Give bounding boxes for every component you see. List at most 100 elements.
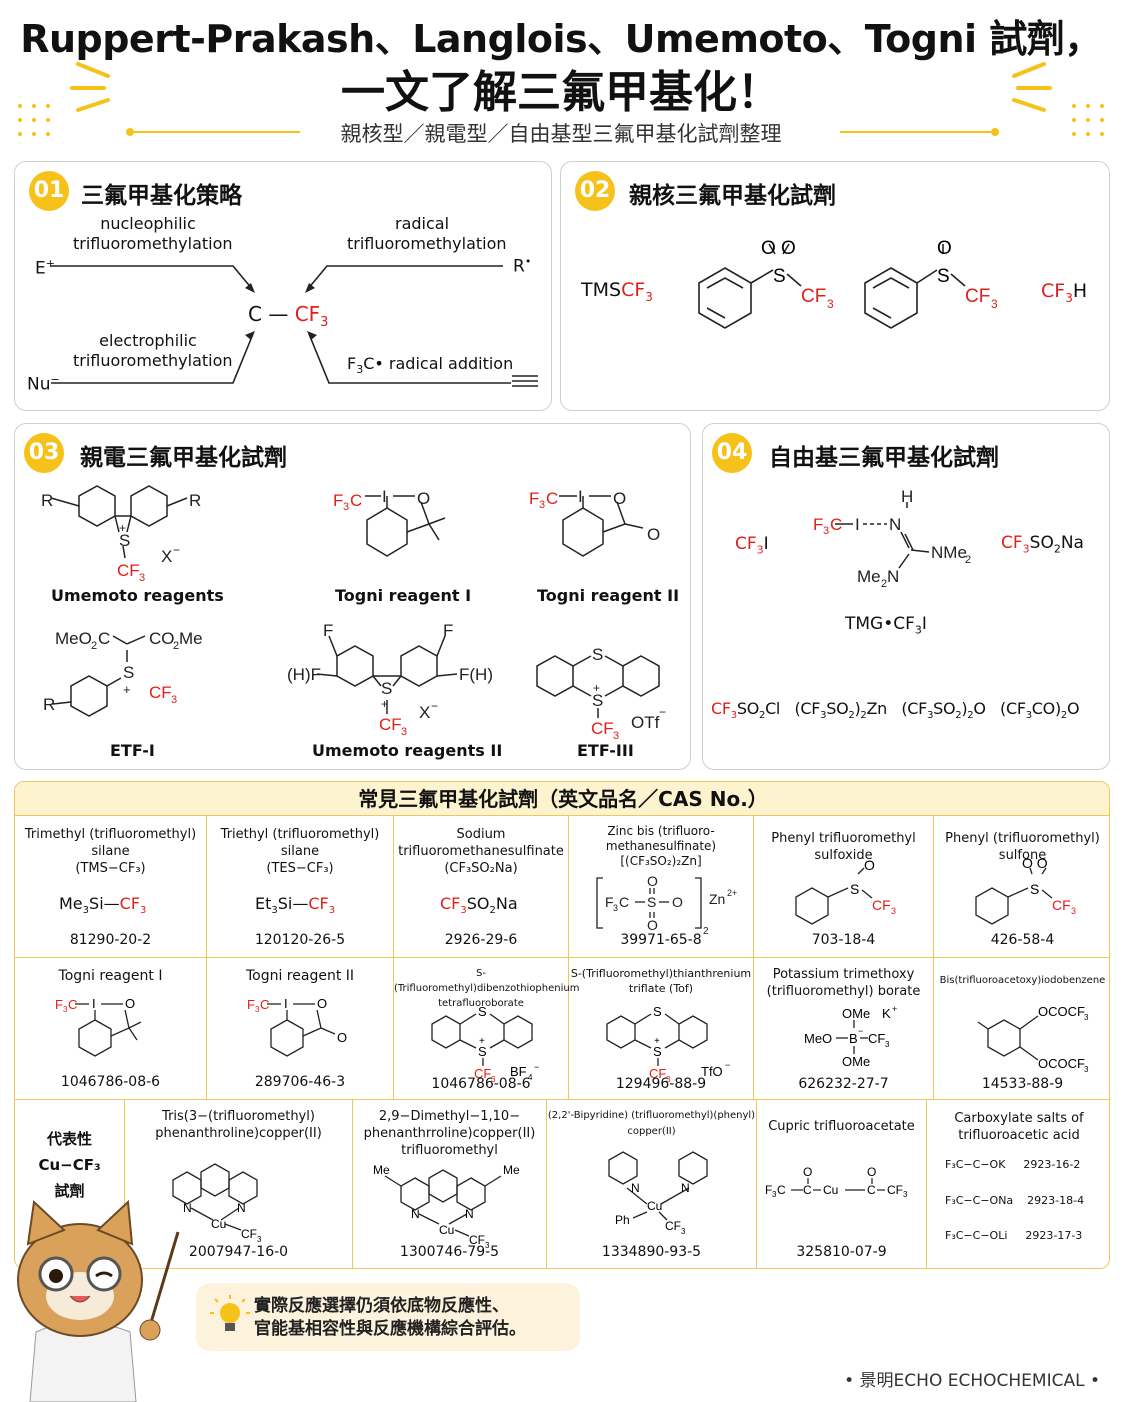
svg-text:O O: O O: [761, 238, 796, 259]
e-plus: E+: [35, 257, 55, 279]
svg-text:C: C: [867, 1183, 876, 1197]
svg-text:3: 3: [255, 1005, 260, 1014]
name-etf-3: ETF-III: [577, 741, 634, 760]
cell-cas: 325810-07-9: [796, 1244, 887, 1260]
svg-text:CF: CF: [241, 1227, 257, 1241]
svg-text:S: S: [123, 663, 134, 682]
svg-text:2: 2: [965, 554, 971, 566]
svg-text:F: F: [333, 491, 343, 510]
cell-cas: 14533-88-9: [981, 1076, 1064, 1092]
svg-text:3: 3: [1084, 1065, 1089, 1074]
svg-text:C: C: [546, 489, 558, 508]
svg-text:CF: CF: [665, 1219, 681, 1233]
svg-text:S: S: [478, 1044, 487, 1059]
table-cell: Zinc bis (trifluoro- methanesulfinate) […: [569, 816, 754, 958]
subtitle: 親核型／親電型／自由基型三氟甲基化試劑整理: [340, 122, 782, 146]
cf3so2na: CF3SO2Na: [1001, 533, 1084, 556]
svg-text:−: −: [173, 543, 180, 557]
svg-text:K: K: [882, 1006, 891, 1021]
svg-text:F: F: [443, 621, 453, 640]
svg-text:3: 3: [257, 1235, 262, 1244]
cell-name: 2,9−Dimethyl−1,10− phenanthrroline)coppe…: [363, 1109, 536, 1158]
tip-box: 實際反應選擇仍須依底物反應性、 官能基相容性與反應機構綜合評估。: [196, 1283, 580, 1351]
svg-text:3: 3: [63, 1005, 68, 1014]
table-cell: Potassium trimethoxy (trifluoromethyl) b…: [754, 958, 934, 1100]
svg-text:O: O: [647, 917, 658, 933]
svg-text:(H)F: (H)F: [287, 665, 321, 684]
svg-text:3: 3: [827, 297, 834, 311]
svg-text:S: S: [773, 266, 786, 287]
svg-text:MeO: MeO: [804, 1031, 832, 1046]
svg-text:O: O: [647, 525, 660, 544]
svg-text:3: 3: [823, 525, 829, 537]
svg-text:S: S: [653, 1004, 662, 1019]
svg-text:3: 3: [539, 499, 545, 511]
svg-text:BF: BF: [510, 1064, 527, 1079]
svg-text:C: C: [98, 629, 110, 648]
svg-text:3: 3: [885, 1040, 890, 1049]
svg-text:CF: CF: [965, 286, 990, 307]
svg-text:−: −: [659, 705, 666, 719]
svg-text:R: R: [41, 491, 53, 510]
footer-brand: • 景明ECHO ECHOCHEMICAL •: [844, 1371, 1100, 1391]
svg-text:2+: 2+: [727, 888, 737, 898]
svg-text:N: N: [465, 1207, 474, 1221]
svg-text:3: 3: [1071, 906, 1076, 916]
svg-text:CF: CF: [469, 1233, 485, 1247]
svg-text:F: F: [323, 621, 333, 640]
svg-text:F: F: [529, 489, 539, 508]
svg-text:N: N: [411, 1207, 420, 1221]
svg-text:2: 2: [91, 640, 97, 652]
badge-04: 04: [712, 433, 752, 473]
svg-text:X: X: [419, 703, 430, 722]
cf3i: CF3I: [735, 534, 769, 557]
center-c-cf3: C — CF3: [248, 302, 329, 330]
title-line-2: 一文了解三氟甲基化！: [341, 67, 781, 118]
cell-cas: 81290-20-2: [69, 932, 152, 948]
svg-text:3: 3: [401, 726, 407, 738]
cell-name: Cupric trifluoroacetate: [768, 1119, 915, 1134]
svg-text:O: O: [317, 996, 327, 1011]
svg-text:3: 3: [681, 1227, 686, 1236]
svg-text:I: I: [284, 996, 288, 1011]
panel-01-title: 三氟甲基化策略: [81, 183, 242, 209]
title-decoration: [18, 62, 1104, 136]
svg-text:O O: O O: [1022, 855, 1048, 871]
svg-text:N: N: [237, 1201, 246, 1215]
lightbulb-icon: [210, 1295, 250, 1331]
cell-name: Potassium trimethoxy (trifluoromethyl) b…: [766, 967, 921, 999]
svg-text:S: S: [850, 881, 859, 897]
badge-01: 01: [29, 171, 69, 211]
name-etf-1: ETF-I: [110, 741, 155, 760]
svg-text:H: H: [901, 487, 913, 506]
svg-text:O: O: [417, 489, 430, 508]
svg-text:OMe: OMe: [842, 1006, 870, 1021]
svg-text:CF: CF: [149, 683, 172, 702]
svg-text:−: −: [534, 1062, 539, 1072]
svg-text:Cu: Cu: [211, 1217, 226, 1231]
cell-structure: CF3SO2Na: [440, 894, 518, 917]
svg-text:S: S: [592, 691, 603, 710]
svg-text:3: 3: [891, 906, 896, 916]
badge-03: 03: [24, 433, 64, 473]
svg-text:N: N: [681, 1181, 690, 1195]
svg-text:CF: CF: [474, 1066, 491, 1081]
svg-text:CF: CF: [379, 715, 402, 734]
svg-text:S: S: [119, 531, 130, 550]
cat-mascot-image: [17, 1199, 180, 1402]
svg-text:3: 3: [666, 1075, 671, 1084]
cell-cas: 120120-26-5: [254, 932, 346, 948]
